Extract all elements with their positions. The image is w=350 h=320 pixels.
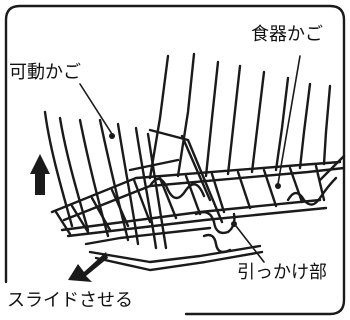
movable-tine — [146, 132, 168, 250]
dish-tine — [176, 52, 196, 178]
brace-wire — [148, 128, 224, 224]
base-rail — [88, 244, 262, 264]
dish-tine — [250, 70, 266, 174]
movable-tine — [116, 122, 140, 246]
leader-hook — [235, 225, 265, 263]
movable-tine — [134, 126, 158, 250]
arrow-up-icon — [30, 154, 50, 195]
dish-tine — [226, 64, 242, 176]
base-rail — [94, 250, 264, 272]
base-rail — [84, 226, 212, 246]
leader-dish — [277, 55, 301, 185]
dish-tine — [204, 60, 220, 178]
wavy-wire — [286, 176, 338, 206]
label-dish-basket: 食器かご — [250, 24, 324, 45]
cross-wire — [184, 174, 202, 216]
dish-tine — [274, 76, 290, 172]
cross-wire — [70, 204, 90, 234]
cross-wire — [236, 170, 252, 210]
leader-movable — [79, 83, 113, 135]
right-edge — [318, 154, 346, 182]
arrow-diagonal-icon — [68, 252, 108, 282]
dish-tine — [298, 82, 312, 170]
dish-tine — [148, 54, 170, 180]
dish-tine — [322, 84, 332, 166]
frame-border — [4, 4, 346, 316]
movable-tine — [43, 110, 74, 228]
leader-dot — [109, 133, 115, 139]
label-hook-part: 引っかけ部 — [236, 262, 328, 283]
label-movable-basket: 可動かご — [8, 62, 82, 83]
cross-wire — [54, 210, 72, 236]
wavy-wire — [148, 177, 206, 200]
movable-tine — [58, 116, 90, 232]
cross-wire — [132, 178, 152, 224]
cross-wire — [210, 172, 226, 214]
movable-tine — [78, 118, 110, 238]
movable-tine — [98, 118, 130, 242]
base-rail — [50, 160, 342, 214]
label-slide: スライドさせる — [6, 290, 134, 311]
hook-loop — [202, 233, 232, 254]
leader-dot — [275, 183, 281, 189]
cross-wire — [158, 176, 178, 220]
brace-wire — [180, 134, 212, 202]
brace-wire — [128, 158, 180, 172]
leader-dot — [231, 221, 237, 227]
base-rail — [66, 206, 328, 238]
base-rail — [62, 166, 346, 222]
cross-wire — [262, 168, 278, 208]
